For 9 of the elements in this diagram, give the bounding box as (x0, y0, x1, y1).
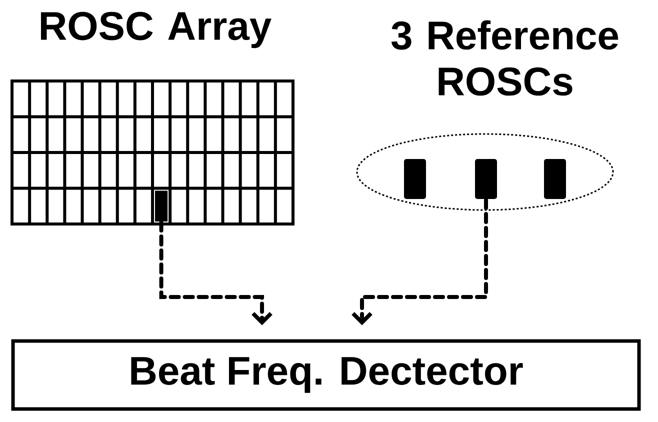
heading: ROSC Array (40, 12, 272, 48)
highlighted-cell (155, 190, 168, 222)
heading: 3 Reference ROSCs (391, 20, 618, 96)
oscillator-bar (544, 159, 566, 199)
oscillator-bar (475, 159, 497, 199)
arrow (159, 220, 272, 326)
oscillator-bar (404, 159, 426, 199)
detector-box: Beat Freq. Dectector (11, 339, 641, 411)
arrow (352, 198, 488, 326)
